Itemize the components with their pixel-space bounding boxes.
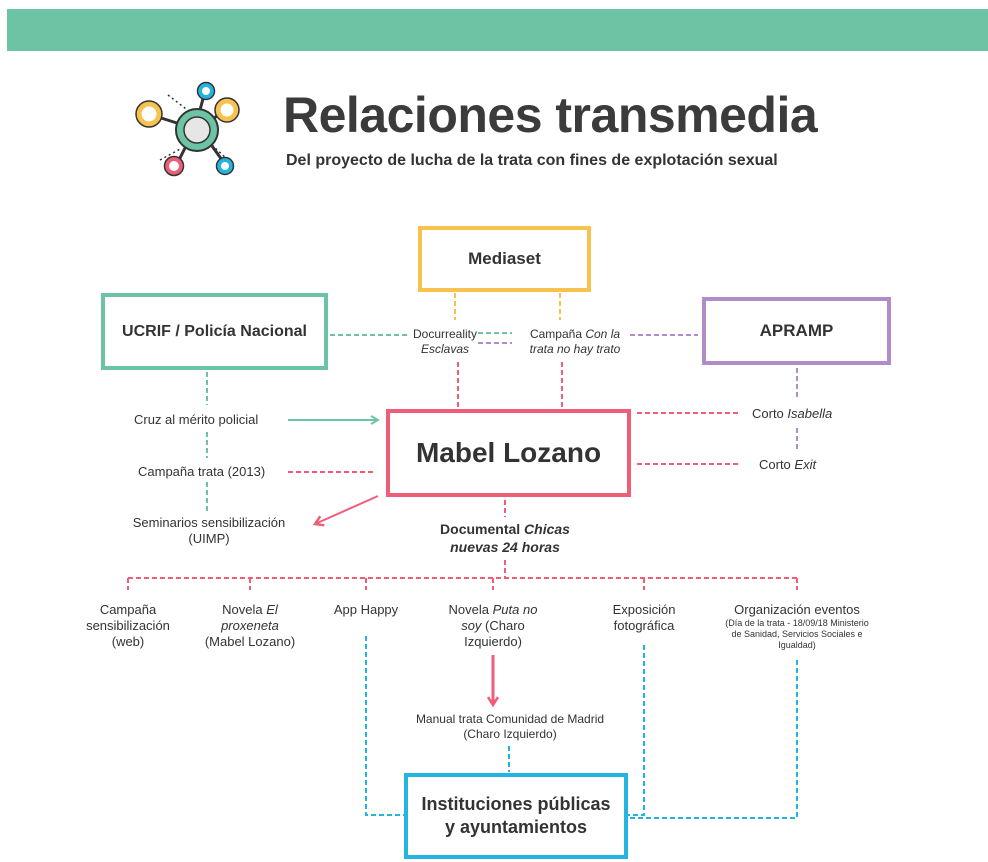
page-title: Relaciones transmedia xyxy=(283,87,818,143)
header-bar xyxy=(7,9,988,51)
documental-label: Documental Chicas nuevas 24 horas xyxy=(440,521,570,555)
apramp-box: APRAMP xyxy=(702,297,891,365)
page-subtitle: Del proyecto de lucha de la trata con fi… xyxy=(286,152,778,169)
institutions-label-line1: Instituciones públicas xyxy=(421,794,611,814)
campana-web-label: Campaña sensibilización (web) xyxy=(86,602,170,649)
institutions-label-line2: y ayuntamientos xyxy=(444,817,588,837)
campaign-tv-label: Campaña Con la trata no hay trato xyxy=(529,327,621,356)
corto-isabella-label: Corto Isabella xyxy=(752,406,833,421)
novela-proxeneta-label: Novela El proxeneta (Mabel Lozano) xyxy=(204,602,296,649)
docurreality-label: Docurreality Esclavas xyxy=(412,327,478,356)
center-label: Mabel Lozano xyxy=(415,437,602,468)
novela-puta-label: Novela Puta no soy (Charo Izquierdo) xyxy=(448,602,538,649)
seminarios-label: Seminarios sensibilización (UIMP) xyxy=(132,515,286,546)
campana-2013-label: Campaña trata (2013) xyxy=(138,464,266,479)
corto-exit-label: Corto Exit xyxy=(759,457,817,472)
institutions-box: Instituciones públicas y ayuntamientos xyxy=(404,773,628,859)
center-box: Mabel Lozano xyxy=(386,409,631,497)
eventos-label: Organización eventos (Día de la trata - … xyxy=(725,602,869,650)
mediaset-box: Mediaset xyxy=(418,226,591,292)
manual-trata-label: Manual trata Comunidad de Madrid (Charo … xyxy=(415,712,605,741)
apramp-label: APRAMP xyxy=(759,321,834,340)
mediaset-label: Mediaset xyxy=(468,249,541,268)
network-nodes-icon xyxy=(135,81,240,177)
ucrif-label: UCRIF / Policía Nacional xyxy=(122,322,307,340)
cruz-label: Cruz al mérito policial xyxy=(134,412,259,427)
ucrif-box: UCRIF / Policía Nacional xyxy=(101,293,328,370)
exposicion-label: Exposición fotográfica xyxy=(612,602,676,633)
app-happy-label: App Happy xyxy=(333,602,399,617)
